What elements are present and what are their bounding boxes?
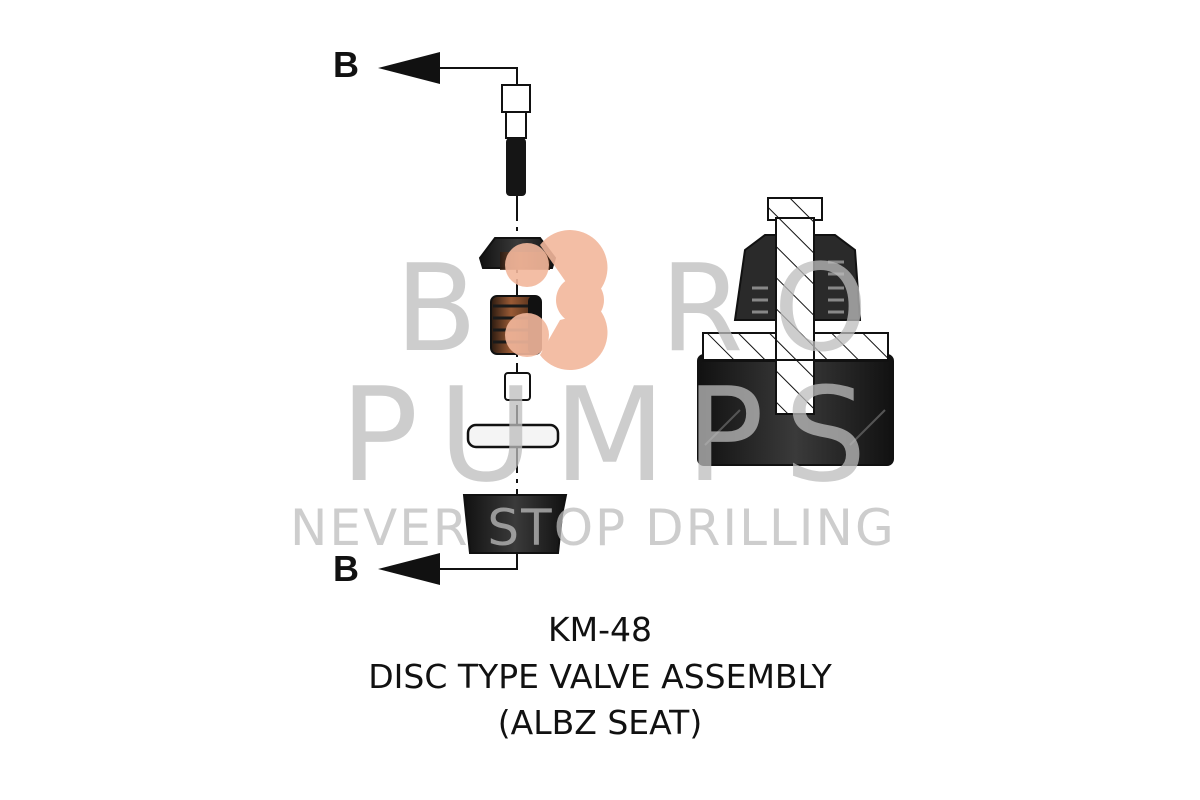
bolt xyxy=(501,84,531,196)
assembly-title: DISC TYPE VALVE ASSEMBLY xyxy=(368,657,832,696)
svg-text:NEVER STOP DRILLING: NEVER STOP DRILLING xyxy=(290,499,896,557)
valve-seat xyxy=(462,494,568,554)
section-arrow-bottom xyxy=(378,553,518,585)
logo-swirl-icon xyxy=(505,230,608,370)
section-label-top: B xyxy=(333,44,359,85)
model-number: KM-48 xyxy=(547,610,652,649)
section-arrow-top xyxy=(378,52,518,85)
svg-text:PUMPS: PUMPS xyxy=(340,359,887,511)
assembled-section-view xyxy=(697,197,894,466)
svg-text:B: B xyxy=(395,240,507,379)
watermark-logo: B RO PUMPS NEVER STOP DRILLING xyxy=(290,230,898,557)
assembly-subtitle: (ALBZ SEAT) xyxy=(497,703,703,742)
nut xyxy=(504,372,531,401)
section-label-bottom: B xyxy=(333,548,359,589)
svg-text:RO: RO xyxy=(660,240,898,379)
washer xyxy=(466,423,560,449)
